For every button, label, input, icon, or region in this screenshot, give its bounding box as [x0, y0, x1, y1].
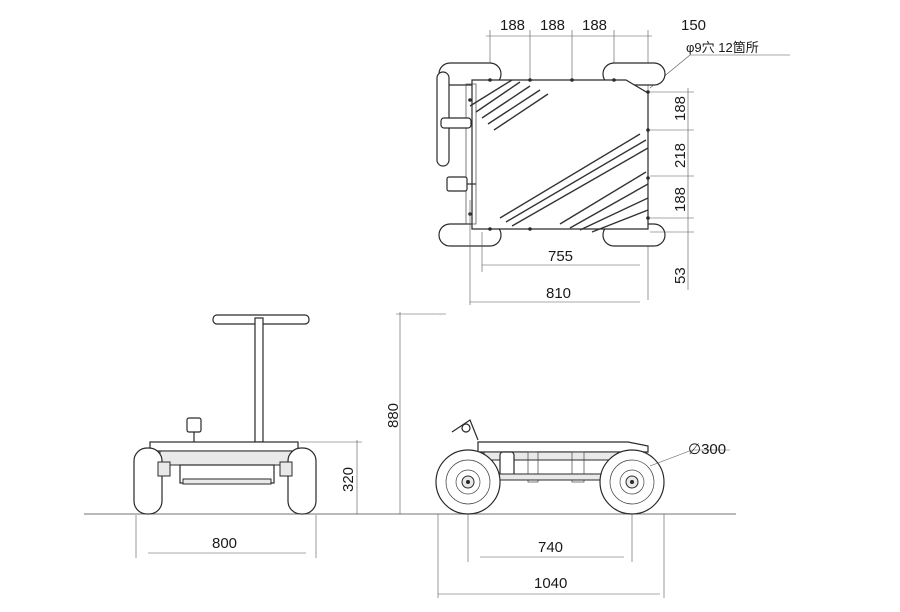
dim-320: 320	[340, 467, 357, 492]
dim-880: 880	[385, 403, 402, 428]
mounting-holes	[468, 78, 650, 231]
dim-755: 755	[548, 248, 573, 265]
handle-post-front	[254, 317, 264, 443]
deck-plate	[471, 79, 649, 230]
dim-right-188-a: 188	[672, 96, 689, 121]
dim-800: 800	[212, 535, 237, 552]
handle-side-outer	[439, 315, 467, 428]
base-plate-front	[182, 478, 272, 485]
dim-top-188-b: 188	[540, 17, 565, 34]
wheel-front-side	[599, 449, 665, 515]
tread-pattern	[469, 79, 649, 233]
wheel-rear-side	[435, 449, 501, 515]
dim-right-188-b: 188	[672, 187, 689, 212]
hole-note: φ9穴 12箇所	[686, 40, 759, 55]
dim-right-218: 218	[672, 143, 689, 168]
brake-pedal-plan	[446, 176, 468, 192]
handle-stem-plan	[440, 117, 472, 129]
dim-300: ∅300	[688, 441, 726, 458]
wheel-right-front	[287, 447, 317, 515]
wheel-left-front	[133, 447, 163, 515]
dim-right-53: 53	[672, 267, 689, 284]
dim-top-188-c: 188	[582, 17, 607, 34]
brake-pedal-front	[186, 417, 202, 433]
side-view: 880 ∅300 740 1040	[385, 312, 730, 598]
axle-beam-side	[495, 473, 609, 481]
dim-top-150: 150	[681, 17, 706, 34]
hub-right-front	[279, 461, 293, 477]
dia-leader	[649, 449, 693, 467]
hub-left-front	[157, 461, 171, 477]
frame-front	[159, 450, 293, 466]
dim-740: 740	[538, 539, 563, 556]
brake-linkage-side	[451, 419, 479, 441]
strut-side-2	[571, 451, 585, 483]
front-view: 320 800	[133, 314, 362, 558]
dim-810: 810	[546, 285, 571, 302]
deck-side	[477, 441, 649, 453]
top-view: 188 188 188 150 φ9穴 12箇所 188 218 188 53 …	[436, 17, 790, 305]
dim-1040: 1040	[534, 575, 567, 592]
deck-front	[149, 441, 299, 452]
strut-side-1	[527, 451, 539, 483]
deck-side-rail	[465, 83, 477, 225]
handle-pivot	[461, 423, 471, 433]
handle-side-inner	[438, 314, 468, 428]
dim-top-188-a: 188	[500, 17, 525, 34]
